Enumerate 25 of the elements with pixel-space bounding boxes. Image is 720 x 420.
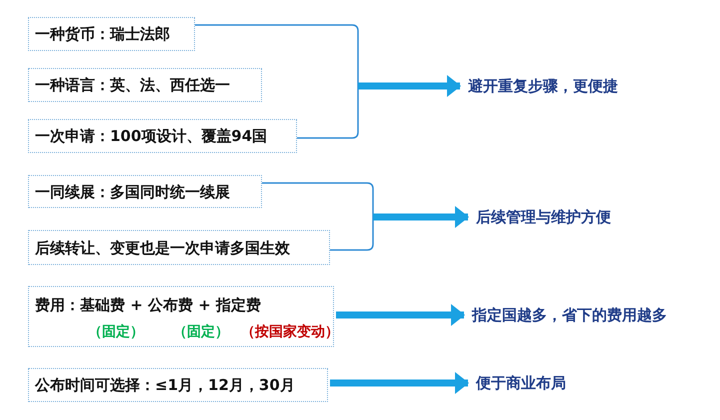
item-text: 一次申请：100项设计、覆盖94国 (35, 127, 268, 145)
item-text: 公布时间可选择：≤1月，12月，30月 (35, 376, 295, 394)
result-text: 便于商业布局 (476, 374, 566, 392)
item-box (28, 68, 262, 102)
item-box (28, 368, 328, 402)
fee-note: （固定） (173, 323, 229, 341)
fee-note: （固定） (88, 323, 144, 341)
item-text: 一种货币：瑞士法郎 (35, 25, 170, 43)
arrow (330, 372, 469, 394)
result-text: 后续管理与维护方便 (476, 208, 611, 226)
item-box (28, 175, 262, 208)
brace-arrow (195, 24, 461, 139)
arrow (336, 304, 465, 326)
item-text: 后续转让、变更也是一次申请多国生效 (35, 238, 290, 256)
item-box (28, 119, 297, 153)
item-box (28, 230, 330, 265)
item-box (28, 17, 195, 51)
brace-arrow (262, 182, 469, 251)
item-text: 一同续展：多国同时统一续展 (35, 182, 230, 200)
fee-note: （按国家变动） (241, 323, 339, 341)
item-text: 费用：基础费 + 公布费 + 指定费 (35, 296, 262, 314)
item-text: 一种语言：英、法、西任选一 (35, 76, 230, 94)
result-text: 避开重复步骤，更便捷 (468, 77, 618, 95)
result-text: 指定国越多，省下的费用越多 (472, 306, 667, 324)
item-box (28, 286, 334, 347)
